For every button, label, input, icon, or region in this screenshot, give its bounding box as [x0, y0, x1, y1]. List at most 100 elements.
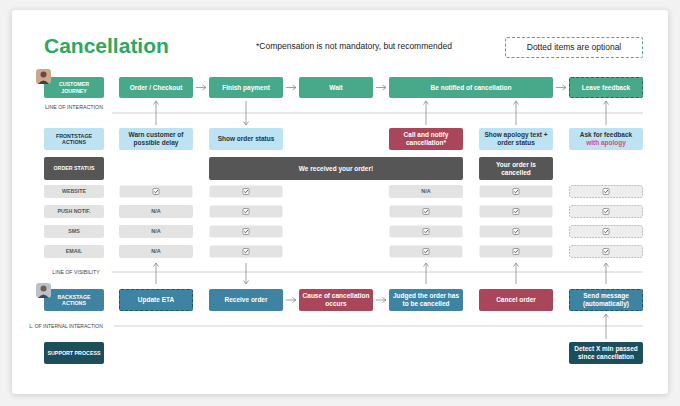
- line-label: LINE OF VISIBILITY: [44, 269, 108, 275]
- arrow-head: [293, 85, 297, 90]
- check-mark: [424, 250, 428, 253]
- node-text: FRONTSTAGE ACTIONS: [47, 133, 101, 146]
- channel-cell: [570, 226, 643, 238]
- node-text: Cancel order: [496, 296, 536, 304]
- frontstage-action: Warn customer of possible delay: [119, 128, 193, 150]
- node-text: Ask for feedback: [580, 131, 632, 139]
- arrow-head: [514, 101, 519, 105]
- channel-cell: [570, 206, 643, 218]
- node-text: N/A: [421, 188, 430, 195]
- order-status: We received your order!: [209, 157, 463, 180]
- arrow-head: [424, 101, 429, 105]
- row-header: SUPPORT PROCESS: [44, 342, 104, 364]
- node-text: Update ETA: [138, 296, 174, 304]
- checkbox-icon: [243, 209, 249, 215]
- connector-line: [246, 101, 247, 125]
- node-text: Send message (automatically): [573, 292, 639, 308]
- journey-step: Wait: [299, 77, 373, 98]
- connector-line: [606, 314, 607, 339]
- na-cell: N/A: [119, 225, 193, 238]
- check-mark: [244, 250, 248, 253]
- arrow-head: [293, 298, 297, 303]
- arrow-head: [604, 314, 609, 318]
- journey-step: Order / Checkout: [119, 77, 193, 98]
- cancellation-step: Cancel order: [479, 289, 553, 311]
- connector: [154, 101, 159, 125]
- journey-step: Finish payment: [209, 77, 283, 98]
- arrow-head: [203, 85, 207, 90]
- check-mark: [514, 210, 518, 213]
- node-text: Be notified of cancellation: [431, 84, 512, 92]
- channel-header: EMAIL: [44, 245, 104, 258]
- na-cell: N/A: [119, 205, 193, 218]
- connector-line: [286, 300, 296, 301]
- optional-backstage-action: Update ETA: [119, 289, 193, 311]
- node-text: Dotted items are optional: [527, 42, 622, 52]
- node-text: ORDER STATUS: [53, 165, 94, 171]
- checkbox-icon: [513, 249, 519, 255]
- order-status: Your order is cancelled: [479, 157, 553, 180]
- line-of-internal-interaction: [114, 326, 643, 327]
- connector-line: [286, 87, 296, 88]
- node-text: Cause of cancellation occurs: [302, 292, 370, 308]
- check-mark: [514, 190, 518, 193]
- node-text: EMAIL: [66, 248, 82, 254]
- node-text: Judged the order has to be cancelled: [392, 292, 460, 308]
- node-text: We received your order!: [299, 165, 373, 173]
- node-text: Warn customer of possible delay: [122, 131, 190, 147]
- channel-header: SMS: [44, 225, 104, 238]
- connector: [604, 314, 609, 339]
- connector-line: [606, 101, 607, 125]
- na-cell: N/A: [119, 245, 193, 258]
- arrow-head: [383, 85, 387, 90]
- checkbox-icon: [513, 209, 519, 215]
- node-text: N/A: [151, 228, 160, 235]
- connector: [376, 85, 386, 90]
- visibility-arrow: [426, 263, 427, 284]
- node-text: SUPPORT PROCESS: [48, 350, 101, 356]
- node-text: N/A: [151, 208, 160, 215]
- channel-cell: [390, 226, 463, 238]
- connector-line: [376, 87, 386, 88]
- channel-cell: [480, 246, 553, 258]
- connector: [556, 85, 566, 90]
- check-mark: [514, 230, 518, 233]
- connector: [514, 101, 519, 125]
- checkbox-icon: [423, 249, 429, 255]
- customer-avatar: [36, 69, 51, 84]
- checkbox-icon: [153, 189, 159, 195]
- checkbox-icon: [423, 209, 429, 215]
- connector: [244, 101, 249, 125]
- legend-box: Dotted items are optional: [505, 37, 643, 58]
- node-text: Order / Checkout: [130, 84, 183, 92]
- connector-line: [516, 101, 517, 125]
- check-mark: [604, 190, 608, 193]
- checkbox-icon: [423, 229, 429, 235]
- check-mark: [244, 190, 248, 193]
- checkbox-icon: [513, 189, 519, 195]
- line-label: LINE OF INTERACTION: [44, 104, 104, 111]
- node-subtext: with apology: [586, 139, 626, 147]
- backstage-action: Receive order: [209, 289, 283, 311]
- avatar-head: [41, 72, 47, 78]
- node-text: WEBSITE: [62, 188, 86, 194]
- line-of-interaction: [112, 113, 643, 114]
- line-of-visibility: [112, 272, 643, 273]
- node-text: Finish payment: [222, 84, 270, 92]
- avatar-body: [38, 295, 49, 299]
- checkbox-icon: [603, 189, 609, 195]
- channel-header: WEBSITE: [44, 185, 104, 198]
- visibility-arrow: [246, 263, 247, 284]
- arrow-head: [154, 101, 159, 105]
- connector: [286, 298, 296, 303]
- check-mark: [604, 210, 608, 213]
- arrow-head: [604, 263, 609, 267]
- arrow-head: [563, 85, 567, 90]
- channel-cell: [480, 226, 553, 238]
- checkbox-icon: [513, 229, 519, 235]
- node-text: BACKSTAGE ACTIONS: [47, 294, 101, 307]
- node-text: Show apology text + order status: [482, 131, 550, 147]
- arrow-head: [604, 101, 609, 105]
- node-text: Wait: [329, 84, 342, 92]
- checkbox-icon: [603, 209, 609, 215]
